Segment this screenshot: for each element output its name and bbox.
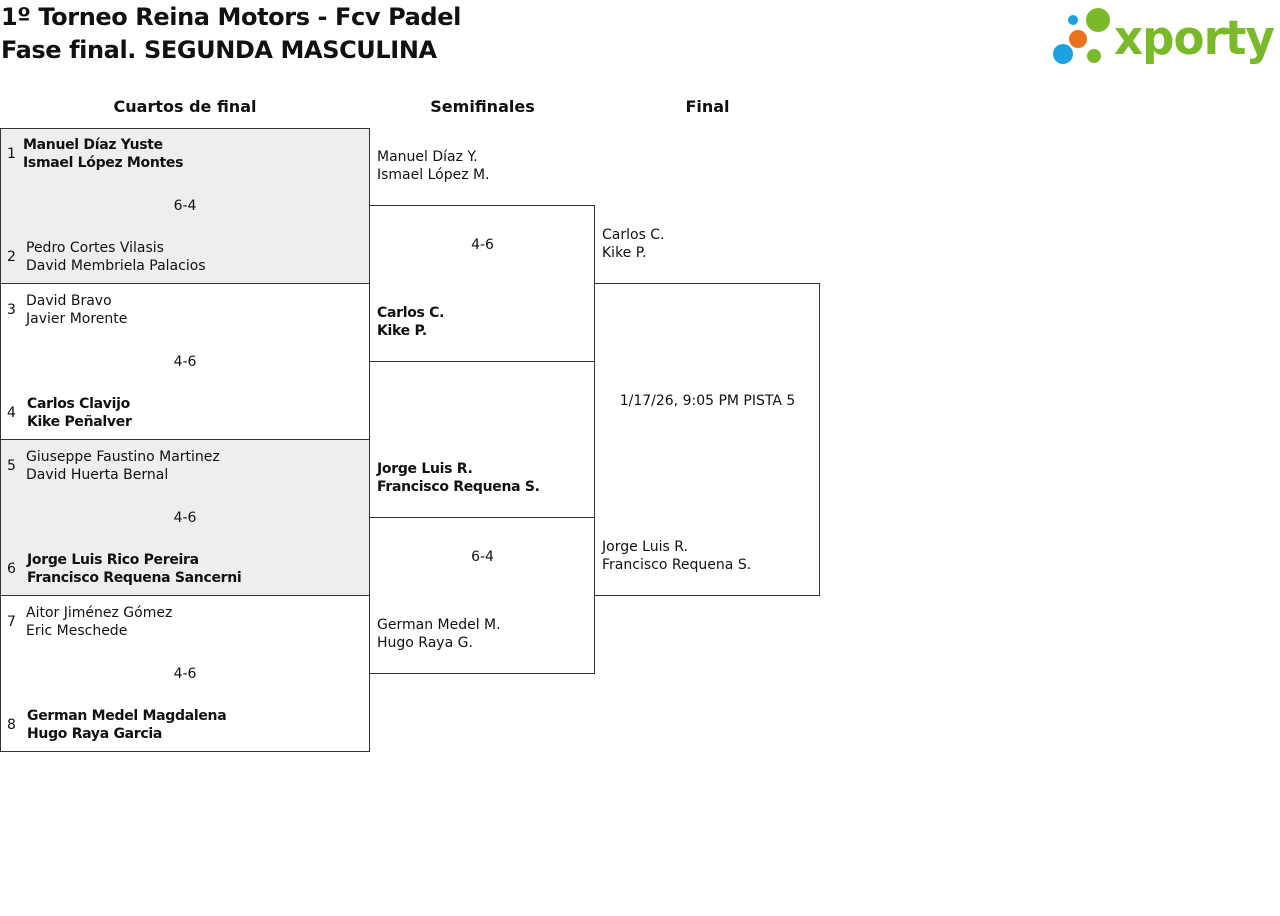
qf4-score: 4-6 bbox=[173, 666, 197, 682]
sf2-bottom-pair: German Medel M. Hugo Raya G. bbox=[377, 616, 501, 652]
seed-number: 7 bbox=[7, 614, 16, 630]
qf1-top-pair: Manuel Díaz Yuste Ismael López Montes bbox=[23, 136, 183, 172]
sf-match-2 bbox=[369, 517, 595, 674]
qf-match-2 bbox=[0, 283, 370, 440]
final-bottom-pair: Jorge Luis R. Francisco Requena S. bbox=[602, 538, 751, 574]
phase-title: Fase final. SEGUNDA MASCULINA bbox=[1, 36, 437, 64]
sf1-score: 4-6 bbox=[471, 237, 494, 253]
sf2-top-pair: Jorge Luis R. Francisco Requena S. bbox=[377, 460, 540, 496]
logo-dot-green-small bbox=[1087, 49, 1101, 63]
qf3-top-pair: Giuseppe Faustino Martinez David Huerta … bbox=[26, 448, 220, 484]
player-name: Jorge Luis R. bbox=[377, 461, 473, 477]
logo-text: xporty bbox=[1114, 11, 1274, 66]
qf1-bottom-pair: Pedro Cortes Vilasis David Membriela Pal… bbox=[26, 239, 206, 275]
player-name: Pedro Cortes Vilasis bbox=[26, 240, 164, 256]
player-name: David Huerta Bernal bbox=[26, 467, 169, 483]
qf2-score: 4-6 bbox=[173, 354, 197, 370]
logo-dot-blue bbox=[1053, 44, 1073, 64]
player-name: Kike P. bbox=[377, 323, 427, 339]
player-name: Ismael López Montes bbox=[23, 155, 184, 171]
page-title: 1º Torneo Reina Motors - Fcv Padel Fase … bbox=[1, 1, 461, 67]
player-name: David Bravo bbox=[26, 293, 112, 309]
player-name: Giuseppe Faustino Martinez bbox=[26, 449, 220, 465]
player-name: Francisco Requena Sancerni bbox=[27, 570, 242, 586]
player-name: Francisco Requena S. bbox=[602, 557, 752, 573]
player-name: Jorge Luis R. bbox=[602, 539, 688, 555]
player-name: Aitor Jiménez Gómez bbox=[26, 605, 173, 621]
qf1-score: 6-4 bbox=[173, 198, 197, 214]
sf-match-1 bbox=[369, 205, 595, 362]
qf4-bottom-pair: German Medel Magdalena Hugo Raya Garcia bbox=[27, 707, 227, 743]
player-name: Javier Morente bbox=[26, 311, 128, 327]
tournament-title: 1º Torneo Reina Motors - Fcv Padel bbox=[1, 3, 461, 31]
qf4-top-pair: Aitor Jiménez Gómez Eric Meschede bbox=[26, 604, 172, 640]
seed-number: 8 bbox=[7, 717, 16, 733]
xporty-logo: xporty bbox=[1053, 8, 1275, 66]
sf1-top-pair: Manuel Díaz Y. Ismael López M. bbox=[377, 148, 490, 184]
player-name: German Medel M. bbox=[377, 617, 501, 633]
player-name: Carlos C. bbox=[602, 227, 665, 243]
player-name: Manuel Díaz Yuste bbox=[23, 137, 163, 153]
player-name: Manuel Díaz Y. bbox=[377, 149, 478, 165]
final-schedule: 1/17/26, 9:05 PM PISTA 5 bbox=[619, 393, 796, 409]
player-name: Hugo Raya G. bbox=[377, 635, 473, 651]
qf-match-1 bbox=[0, 128, 370, 284]
sf2-score: 6-4 bbox=[471, 549, 494, 565]
round-header-semifinals: Semifinales bbox=[430, 97, 535, 116]
player-name: Ismael López M. bbox=[377, 167, 490, 183]
player-name: Carlos Clavijo bbox=[27, 396, 130, 412]
qf3-score: 4-6 bbox=[173, 510, 197, 526]
qf-match-4 bbox=[0, 595, 370, 752]
round-header-quarterfinals: Cuartos de final bbox=[113, 97, 257, 116]
final-match bbox=[594, 283, 820, 596]
seed-number: 4 bbox=[7, 405, 16, 421]
player-name: Carlos C. bbox=[377, 305, 445, 321]
seed-number: 6 bbox=[7, 561, 16, 577]
logo-dot-orange bbox=[1069, 30, 1087, 48]
player-name: German Medel Magdalena bbox=[27, 708, 227, 724]
player-name: Kike P. bbox=[602, 245, 647, 261]
round-header-final: Final bbox=[685, 97, 730, 116]
final-top-pair: Carlos C. Kike P. bbox=[602, 226, 665, 262]
player-name: Francisco Requena S. bbox=[377, 479, 540, 495]
player-name: David Membriela Palacios bbox=[26, 258, 206, 274]
seed-number: 2 bbox=[7, 249, 16, 265]
seed-number: 5 bbox=[7, 458, 16, 474]
player-name: Jorge Luis Rico Pereira bbox=[27, 552, 199, 568]
seed-number: 1 bbox=[7, 146, 16, 162]
sf1-bottom-pair: Carlos C. Kike P. bbox=[377, 304, 444, 340]
qf2-bottom-pair: Carlos Clavijo Kike Peñalver bbox=[27, 395, 132, 431]
player-name: Eric Meschede bbox=[26, 623, 128, 639]
logo-dot-green bbox=[1086, 8, 1110, 32]
logo-dot-blue-small bbox=[1068, 15, 1078, 25]
qf3-bottom-pair: Jorge Luis Rico Pereira Francisco Requen… bbox=[27, 551, 242, 587]
seed-number: 3 bbox=[7, 302, 16, 318]
player-name: Hugo Raya Garcia bbox=[27, 726, 163, 742]
player-name: Kike Peñalver bbox=[27, 414, 132, 430]
qf2-top-pair: David Bravo Javier Morente bbox=[26, 292, 127, 328]
